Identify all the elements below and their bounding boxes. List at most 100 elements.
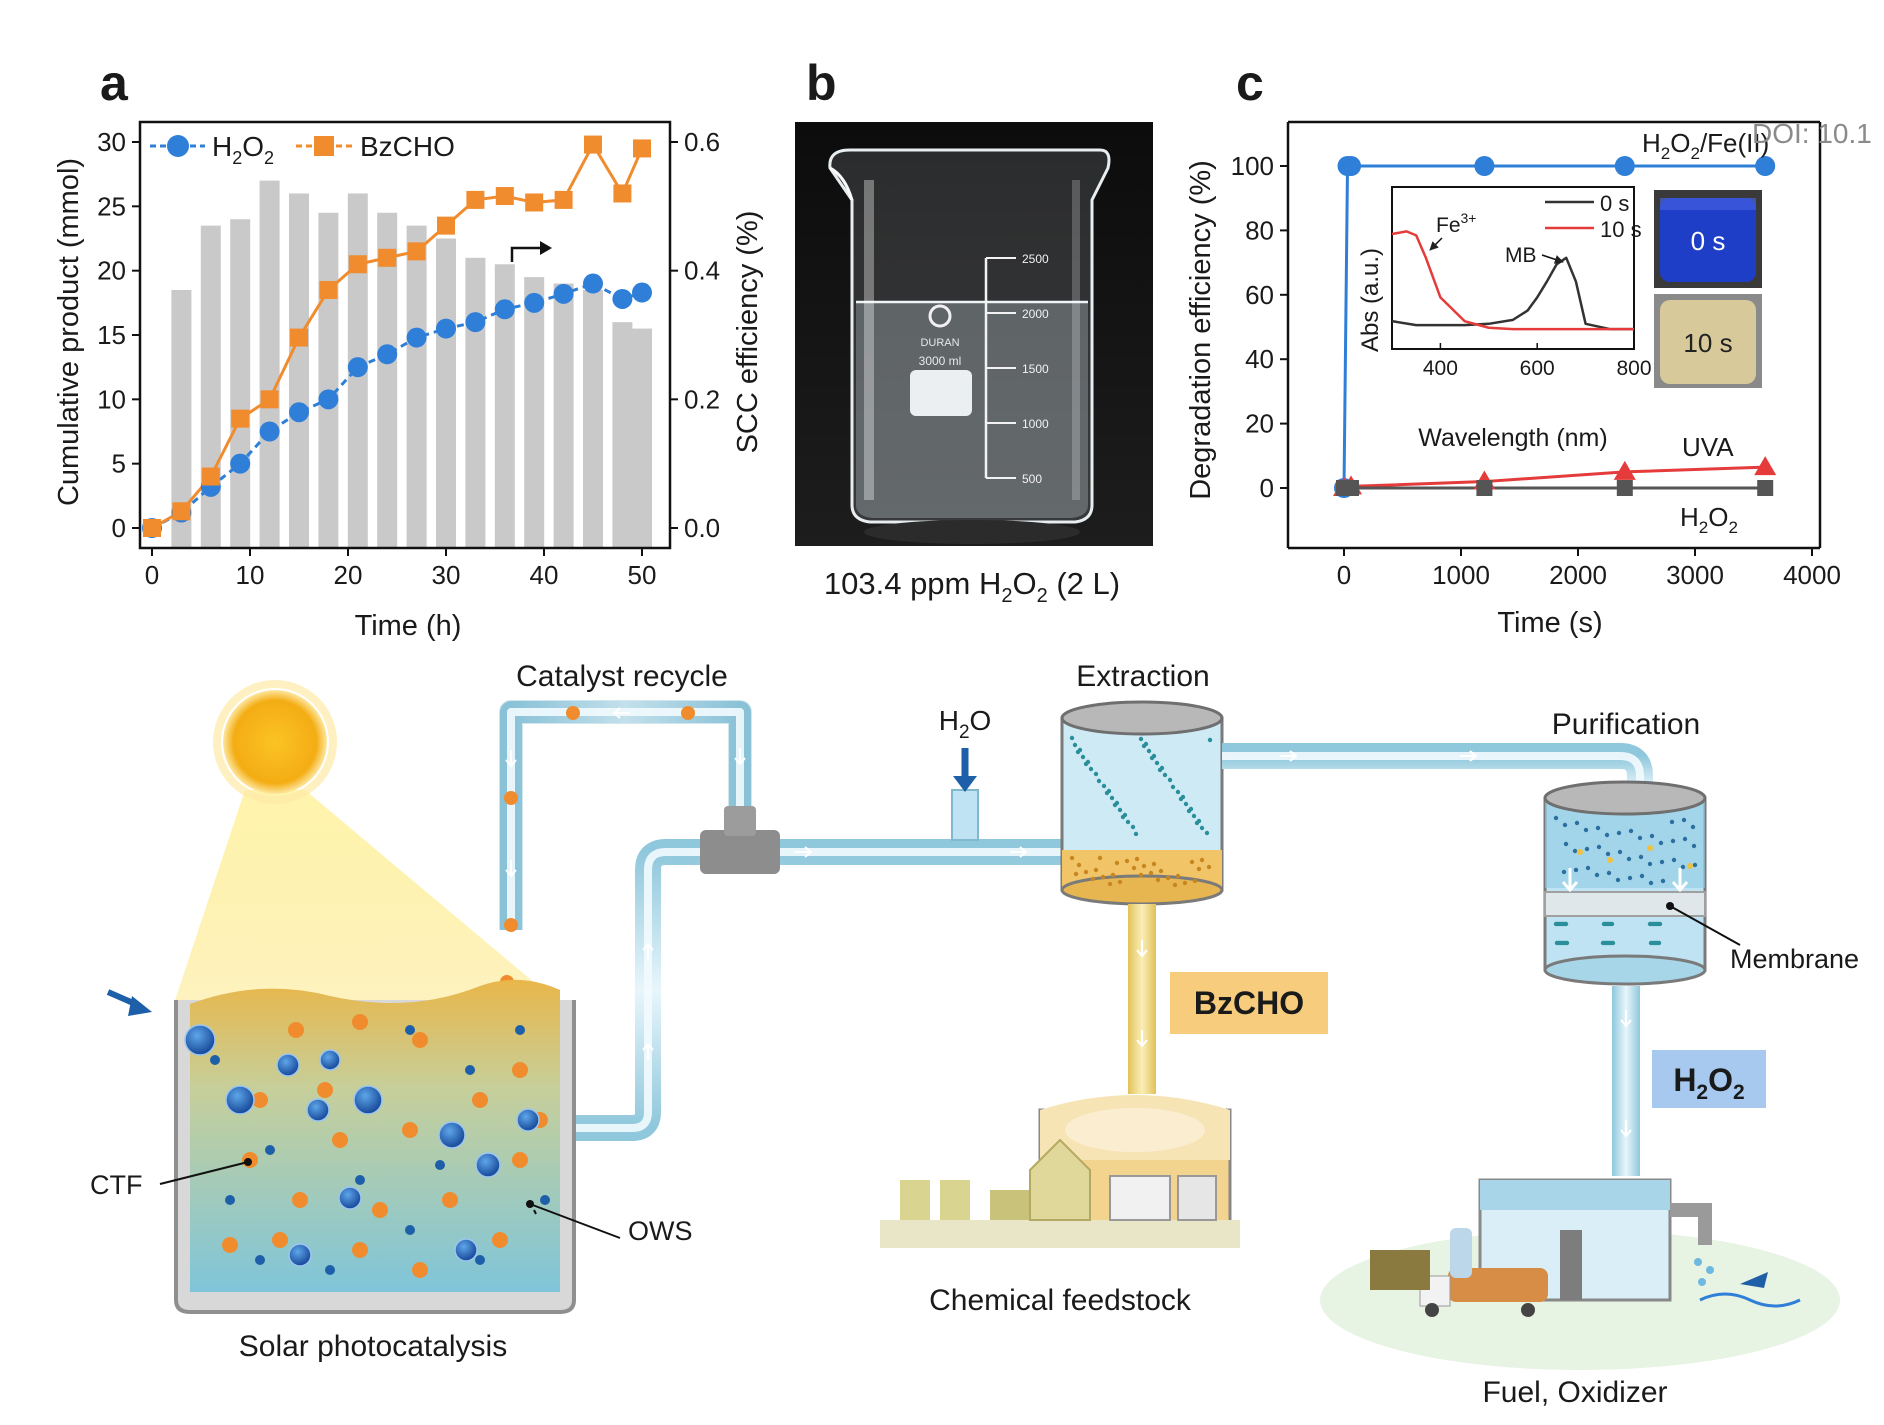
rocket-icon xyxy=(1560,1230,1582,1300)
purification-dot xyxy=(1670,838,1676,844)
a-xtick-label: 50 xyxy=(628,560,657,590)
h2o2-label: H2O2 xyxy=(1673,1062,1744,1104)
panel-label-a: a xyxy=(100,55,129,111)
a-ytick-label: 0 xyxy=(112,513,126,543)
o2-bubble xyxy=(276,1053,300,1077)
purification-dot xyxy=(1615,877,1621,883)
h2o2-point xyxy=(289,402,309,423)
o2-bubble xyxy=(338,1186,362,1210)
scc-bar xyxy=(200,225,221,548)
purification-dot xyxy=(1594,872,1600,878)
extraction-dot xyxy=(1130,824,1136,830)
extraction-dot xyxy=(1120,814,1126,820)
a-y2tick-label: 0.6 xyxy=(684,127,720,157)
ctf-particle xyxy=(372,1202,388,1218)
ctf-particle xyxy=(352,1242,368,1258)
purification-dot-lower xyxy=(1656,940,1662,946)
purification-dot xyxy=(1628,828,1634,834)
ows-particle xyxy=(255,1255,265,1265)
extraction-organic-dot xyxy=(1090,876,1096,882)
uva-point xyxy=(1613,460,1636,480)
c-ytick-label: 40 xyxy=(1245,344,1274,374)
purification-dot-lower xyxy=(1563,921,1569,927)
purification-dot xyxy=(1585,865,1591,871)
ctf-particle xyxy=(222,1237,238,1253)
ctf-particle xyxy=(472,1092,488,1108)
legend-h2o2-marker xyxy=(167,135,189,157)
extraction-organic-dot xyxy=(1175,873,1181,879)
purification-dot xyxy=(1605,851,1611,857)
o2-bubble xyxy=(475,1152,501,1178)
membrane-leader xyxy=(1669,905,1741,946)
ows-particle xyxy=(475,1255,485,1265)
c-ytick-label: 60 xyxy=(1245,280,1274,310)
purification-dot-lower xyxy=(1657,921,1663,927)
extraction-organic-dot xyxy=(1158,868,1164,874)
extraction-dot xyxy=(1183,801,1189,807)
extraction-organic-dot xyxy=(1148,870,1154,876)
c-xtick-label: 3000 xyxy=(1666,560,1724,590)
scc-bar xyxy=(406,225,427,548)
a-xlabel: Time (h) xyxy=(355,610,462,642)
scc-bar xyxy=(494,264,515,548)
extraction-organic-dot xyxy=(1141,863,1147,869)
inset-lines xyxy=(1391,230,1634,331)
purification-dot xyxy=(1638,854,1644,860)
solar-tank xyxy=(174,979,576,1314)
purification-dot xyxy=(1561,869,1567,875)
fe-point xyxy=(1614,156,1635,176)
purification-dot xyxy=(1669,819,1675,825)
catalyst-recycle-label: Catalyst recycle xyxy=(516,660,728,693)
purification-dot xyxy=(1659,859,1665,865)
bzcho-point xyxy=(378,248,397,267)
extraction-dot xyxy=(1207,737,1213,743)
uva-point xyxy=(1754,456,1777,476)
bzcho-point xyxy=(407,242,426,261)
bzcho-point xyxy=(584,135,602,154)
ows-particle xyxy=(405,1025,415,1035)
factory-icon xyxy=(880,1138,1240,1248)
a-ytick-label: 10 xyxy=(97,384,126,414)
scc-bar xyxy=(230,219,251,548)
legend-bzcho-marker xyxy=(314,136,334,156)
h2o2-c-point xyxy=(1757,480,1774,496)
bzcho-point xyxy=(525,193,544,212)
h2o2-point xyxy=(318,389,339,410)
inset-frame xyxy=(1391,186,1635,350)
inset-legend-0s: 0 s xyxy=(1600,191,1629,216)
a-series-markers xyxy=(142,135,652,538)
extraction-organic-dot xyxy=(1069,855,1075,861)
ows-label: OWS xyxy=(628,1216,693,1246)
fuel-scene xyxy=(1320,1178,1840,1370)
purification-dot xyxy=(1648,880,1654,886)
ows-particle xyxy=(225,1195,235,1205)
ows-particle xyxy=(325,1265,335,1275)
panel-d-schematic: BzCHO Membrane xyxy=(80,650,1870,1410)
extraction-label: Extraction xyxy=(1076,660,1209,693)
extraction-dot xyxy=(1075,749,1081,755)
extraction-dot xyxy=(1154,760,1160,766)
purification-dot xyxy=(1639,873,1645,879)
a-legend: H2O2 BzCHO xyxy=(150,131,455,168)
generator-icon xyxy=(1370,1250,1430,1290)
extraction-dot xyxy=(1133,831,1139,837)
a-xtick-label: 20 xyxy=(334,560,363,590)
extraction-organic-dot xyxy=(1114,860,1120,866)
a-scc-bars xyxy=(171,180,652,548)
c-xtick-label: 1000 xyxy=(1432,560,1490,590)
inset-ylabel: Abs (a.u.) xyxy=(1357,248,1384,352)
extraction-dot xyxy=(1194,820,1200,826)
h2o2-point xyxy=(583,273,603,294)
fuel-oxidizer-label: Fuel, Oxidizer xyxy=(1482,1376,1667,1409)
purification-dot xyxy=(1562,822,1568,828)
bzcho-point xyxy=(633,139,651,158)
c-ytick-label: 20 xyxy=(1245,409,1274,439)
graduation-label: 500 xyxy=(1022,472,1042,486)
extraction-dot xyxy=(1186,808,1192,814)
ows-particle xyxy=(540,1195,550,1205)
tanker-truck-icon xyxy=(1448,1268,1548,1302)
extraction-dot xyxy=(1199,825,1205,831)
